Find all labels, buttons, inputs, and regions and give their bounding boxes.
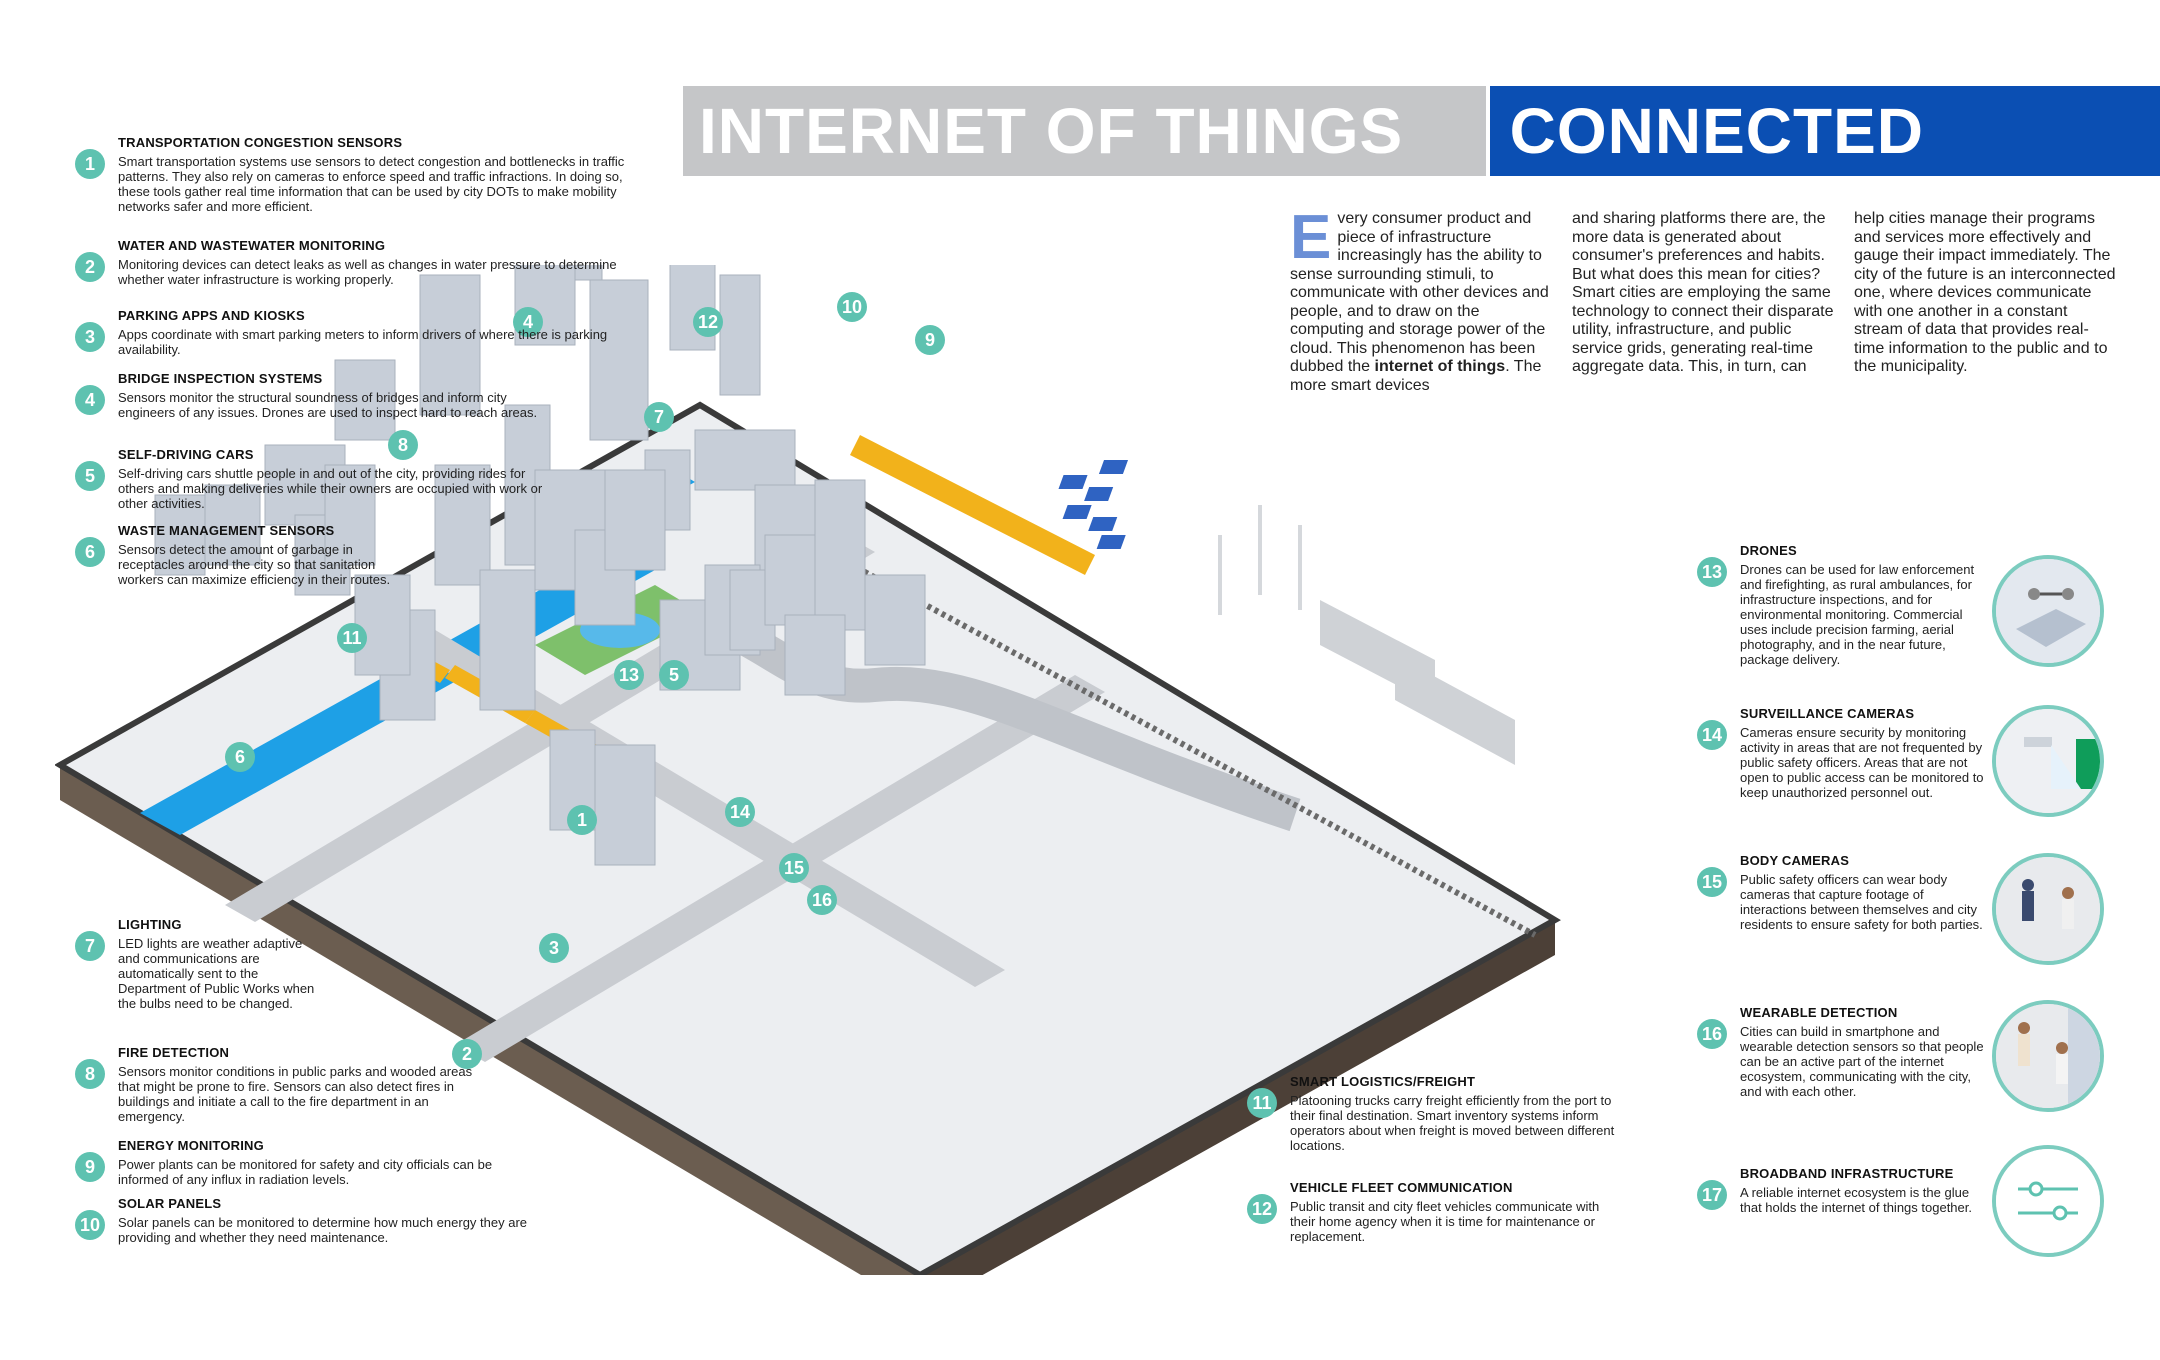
city-illustration: 4 12 10 9 7 8 11 13 5 6 1 14 15 16 3 2 — [54, 189, 1565, 1310]
map-pin-5: 5 — [659, 660, 689, 690]
map-pin-16: 16 — [807, 885, 837, 915]
page-title: INTERNET OF THINGS IN CONNECTED CITIES — [683, 86, 2160, 257]
warehouse-2 — [1395, 655, 1515, 765]
title-part-1: INTERNET OF THINGS IN — [683, 86, 1486, 257]
map-pin-3: 3 — [539, 933, 569, 963]
drop-cap: E — [1290, 203, 1332, 272]
pedestrian-icon — [1996, 1004, 2100, 1108]
map-pin-6: 6 — [225, 742, 255, 772]
map-pin-9: 9 — [915, 325, 945, 355]
drone-icon — [1996, 559, 2100, 663]
buildings — [154, 189, 926, 866]
map-pin-7: 7 — [644, 402, 674, 432]
map-pin-13: 13 — [614, 660, 644, 690]
map-pin-11: 11 — [337, 623, 367, 653]
broadband-thumbnail — [1992, 1145, 2104, 1257]
platform-side-right — [920, 920, 1555, 1310]
map-pin-10: 10 — [837, 292, 867, 322]
body-camera-thumbnail — [1992, 853, 2104, 965]
wearable-thumbnail — [1992, 1000, 2104, 1112]
drone-thumbnail — [1992, 555, 2104, 667]
police-officer-icon — [1996, 857, 2100, 961]
map-pin-14: 14 — [725, 797, 755, 827]
broadband-sliders-icon — [1996, 1149, 2100, 1253]
map-pin-2: 2 — [452, 1039, 482, 1069]
intro-col-2: and sharing platforms there are, the mor… — [1572, 210, 1834, 375]
title-part-2: CONNECTED CITIES — [1489, 86, 2160, 257]
surveillance-camera-icon — [1996, 709, 2100, 813]
solar-panels — [1058, 460, 1129, 549]
wind-turbines — [1218, 505, 1302, 615]
train — [850, 435, 1095, 575]
map-pin-1: 1 — [567, 805, 597, 835]
map-pin-4: 4 — [513, 307, 543, 337]
map-pin-15: 15 — [779, 853, 809, 883]
map-pin-12: 12 — [693, 307, 723, 337]
camera-thumbnail — [1992, 705, 2104, 817]
map-pin-8: 8 — [388, 430, 418, 460]
intro-col-3: help cities manage their programs and se… — [1854, 210, 2116, 375]
railway — [813, 542, 1537, 938]
